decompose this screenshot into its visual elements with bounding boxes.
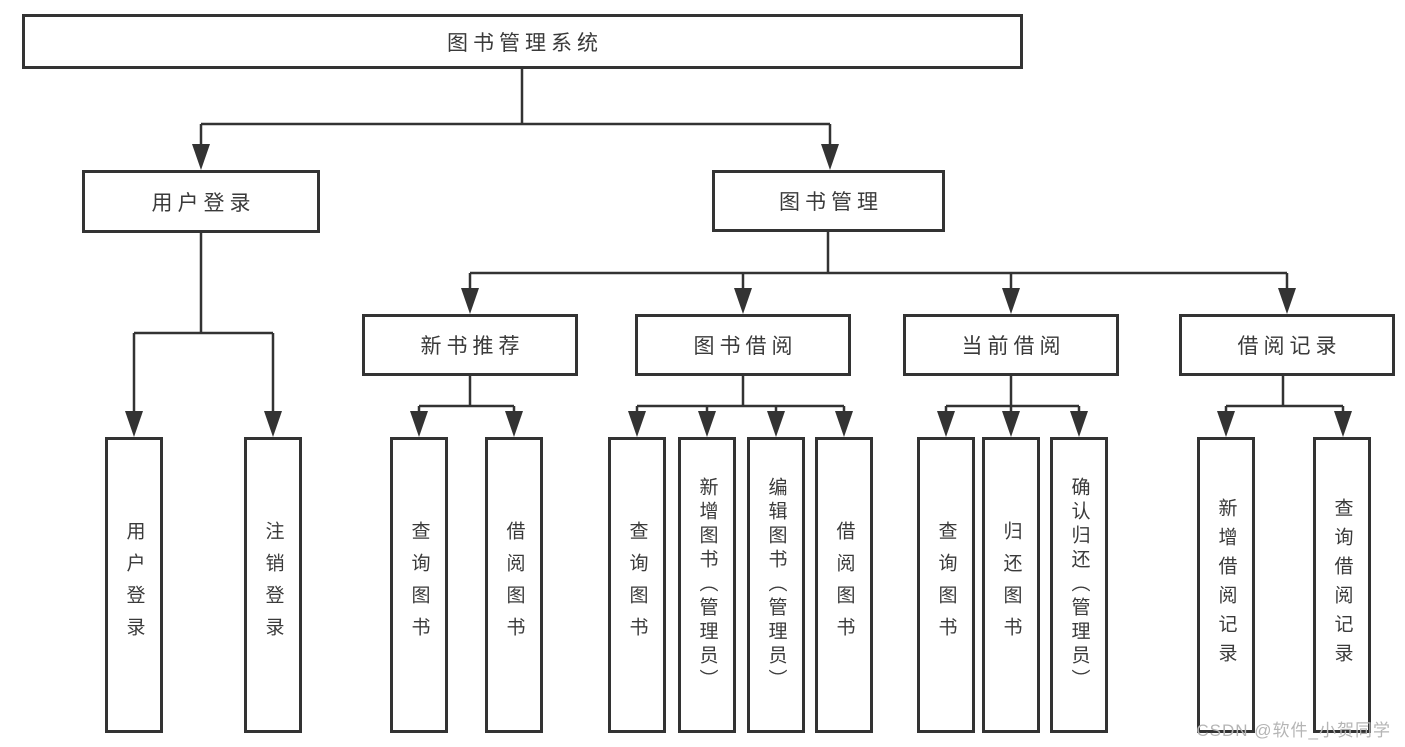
- node-borrowing-records: 借阅记录: [1179, 314, 1395, 376]
- arrow-icon: [1070, 411, 1088, 437]
- arrow-icon: [1217, 411, 1235, 437]
- leaf-confirm-return-admin: 确认归还（管理员）: [1050, 437, 1108, 733]
- node-label: 用户登录: [151, 191, 256, 215]
- arrow-icon: [505, 411, 523, 437]
- node-label: 新增借阅记录: [1215, 498, 1237, 672]
- arrow-icon: [937, 411, 955, 437]
- leaf-add-books-admin: 新增图书（管理员）: [678, 437, 736, 733]
- node-label: 归还图书: [1000, 521, 1022, 649]
- node-library-management-system: 图书管理系统: [22, 14, 1023, 69]
- leaf-user-login: 用户登录: [105, 437, 163, 733]
- node-label: 借阅图书: [833, 521, 855, 649]
- leaf-query-books-borrowing: 查询图书: [608, 437, 666, 733]
- node-user-login: 用户登录: [82, 170, 320, 233]
- arrow-icon: [192, 144, 210, 170]
- node-label: 借阅记录: [1237, 335, 1342, 358]
- node-current-borrowing: 当前借阅: [903, 314, 1119, 376]
- arrowheads: [125, 144, 1352, 437]
- node-label: 注销登录: [262, 521, 284, 649]
- node-label: 编辑图书（管理员）: [765, 477, 787, 693]
- node-label: 新增图书（管理员）: [696, 477, 718, 693]
- leaf-return-books: 归还图书: [982, 437, 1040, 733]
- arrow-icon: [835, 411, 853, 437]
- arrow-icon: [1334, 411, 1352, 437]
- connector-stems: [132, 69, 1345, 417]
- leaf-logout: 注销登录: [244, 437, 302, 733]
- node-label: 当前借阅: [961, 335, 1066, 358]
- node-label: 图书管理系统: [447, 31, 603, 55]
- node-label: 查询图书: [935, 521, 957, 649]
- node-label: 图书借阅: [693, 335, 798, 358]
- arrow-icon: [821, 144, 839, 170]
- arrow-icon: [698, 411, 716, 437]
- node-book-management: 图书管理: [712, 170, 945, 232]
- node-label: 查询图书: [626, 521, 648, 649]
- leaf-borrow-books-recommend: 借阅图书: [485, 437, 543, 733]
- leaf-add-borrow-record: 新增借阅记录: [1197, 437, 1255, 733]
- arrow-icon: [1002, 288, 1020, 314]
- node-label: 借阅图书: [503, 521, 525, 649]
- node-label: 用户登录: [123, 521, 145, 649]
- node-label: 查询借阅记录: [1331, 498, 1353, 672]
- node-label: 新书推荐: [420, 335, 525, 358]
- arrow-icon: [1278, 288, 1296, 314]
- arrow-icon: [628, 411, 646, 437]
- arrow-icon: [264, 411, 282, 437]
- node-new-book-recommendation: 新书推荐: [362, 314, 578, 376]
- node-book-borrowing: 图书借阅: [635, 314, 851, 376]
- arrow-icon: [767, 411, 785, 437]
- leaf-query-books-recommend: 查询图书: [390, 437, 448, 733]
- arrow-icon: [461, 288, 479, 314]
- leaf-query-borrow-record: 查询借阅记录: [1313, 437, 1371, 733]
- node-label: 确认归还（管理员）: [1068, 477, 1090, 693]
- leaf-edit-books-admin: 编辑图书（管理员）: [747, 437, 805, 733]
- arrow-icon: [734, 288, 752, 314]
- node-label: 图书管理: [779, 191, 883, 214]
- arrow-icon: [125, 411, 143, 437]
- leaf-query-books-current: 查询图书: [917, 437, 975, 733]
- node-label: 查询图书: [408, 521, 430, 649]
- arrow-icon: [410, 411, 428, 437]
- arrow-icon: [1002, 411, 1020, 437]
- watermark-text: CSDN @软件_小贺同学: [1196, 721, 1391, 740]
- leaf-borrow-books-borrowing: 借阅图书: [815, 437, 873, 733]
